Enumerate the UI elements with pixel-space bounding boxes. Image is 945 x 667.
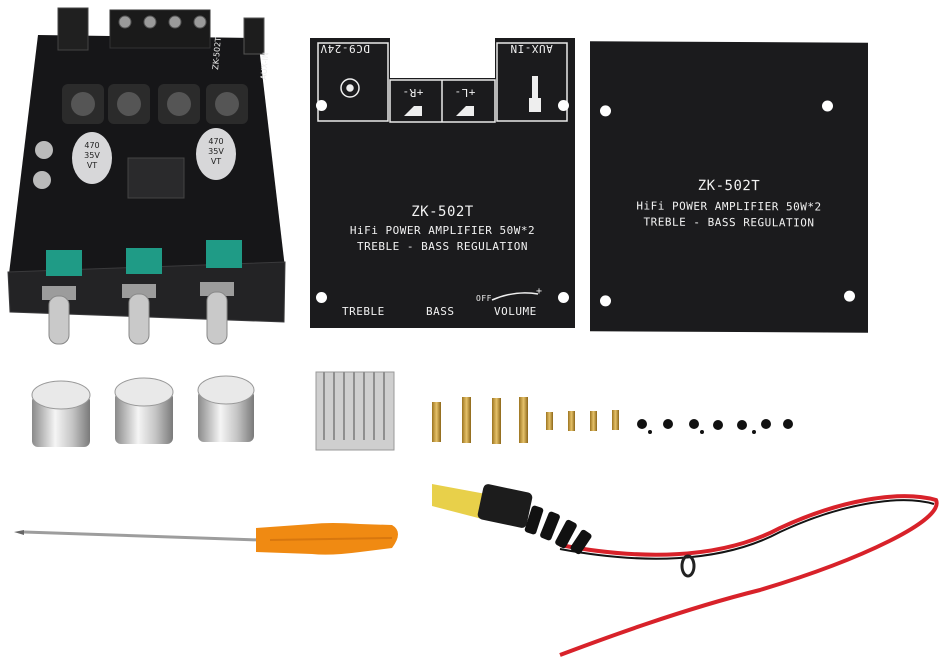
aux-plug-icon <box>529 76 541 112</box>
volume-plus-label: + <box>536 286 543 297</box>
aux-jack <box>243 17 265 55</box>
capacitor-right: 470 35V VT <box>196 128 236 180</box>
amplifier-board: 470 35V VT 470 35V VT <box>0 0 300 350</box>
brass-standoff-long <box>432 397 528 444</box>
bass-label: BASS <box>426 305 455 318</box>
amplifier-board-art: 470 35V VT 470 35V VT <box>7 7 286 345</box>
front-plate-shape <box>310 38 575 328</box>
volume-off-label: OFF <box>476 294 492 303</box>
dc-polarity-icon <box>340 78 360 98</box>
inductor-row <box>62 84 248 124</box>
mount-hole <box>558 292 569 303</box>
heatsink <box>315 371 395 451</box>
svg-text:470: 470 <box>208 137 223 146</box>
aluminum-knob <box>197 375 255 442</box>
mount-hole <box>316 100 327 111</box>
screwdriver <box>14 523 398 555</box>
mount-hole <box>558 100 569 111</box>
volume-arc <box>491 292 539 301</box>
potentiometer-volume <box>206 240 242 268</box>
speaker-right-icon <box>404 106 422 116</box>
treble-label: TREBLE <box>342 305 385 318</box>
knob-shafts <box>42 282 234 345</box>
potentiometer-treble <box>46 250 82 276</box>
capacitor-left: 470 35V VT <box>72 132 112 184</box>
svg-text:VT: VT <box>211 157 221 166</box>
amplifier-chip <box>127 157 185 199</box>
dc-jack <box>57 7 89 51</box>
mount-hole <box>316 292 327 303</box>
black-screws <box>637 419 793 434</box>
svg-text:VT: VT <box>87 161 97 170</box>
svg-text:AUX-IN: AUX-IN <box>259 52 270 80</box>
aluminum-knob <box>114 377 174 444</box>
svg-text:ZK-502T: ZK-502T <box>211 36 223 70</box>
front-desc-line2: TREBLE - BASS REGULATION <box>357 240 528 253</box>
aluminum-knob <box>31 380 91 447</box>
potentiometer-bass <box>126 248 162 274</box>
svg-text:470: 470 <box>84 141 99 150</box>
svg-text:35V: 35V <box>84 151 100 160</box>
speaker-left-icon <box>456 106 474 116</box>
front-model-title: ZK-502T <box>411 204 474 220</box>
volume-label: VOLUME <box>494 305 537 318</box>
svg-text:35V: 35V <box>208 147 224 156</box>
front-acrylic-plate: DC9-24V AUX-IN +R- +L- ZK-502T HiFi POWE… <box>310 38 575 328</box>
brass-standoff-short <box>546 410 619 431</box>
dc-power-cable <box>432 484 939 657</box>
front-desc-line1: HiFi POWER AMPLIFIER 50W*2 <box>349 224 536 237</box>
